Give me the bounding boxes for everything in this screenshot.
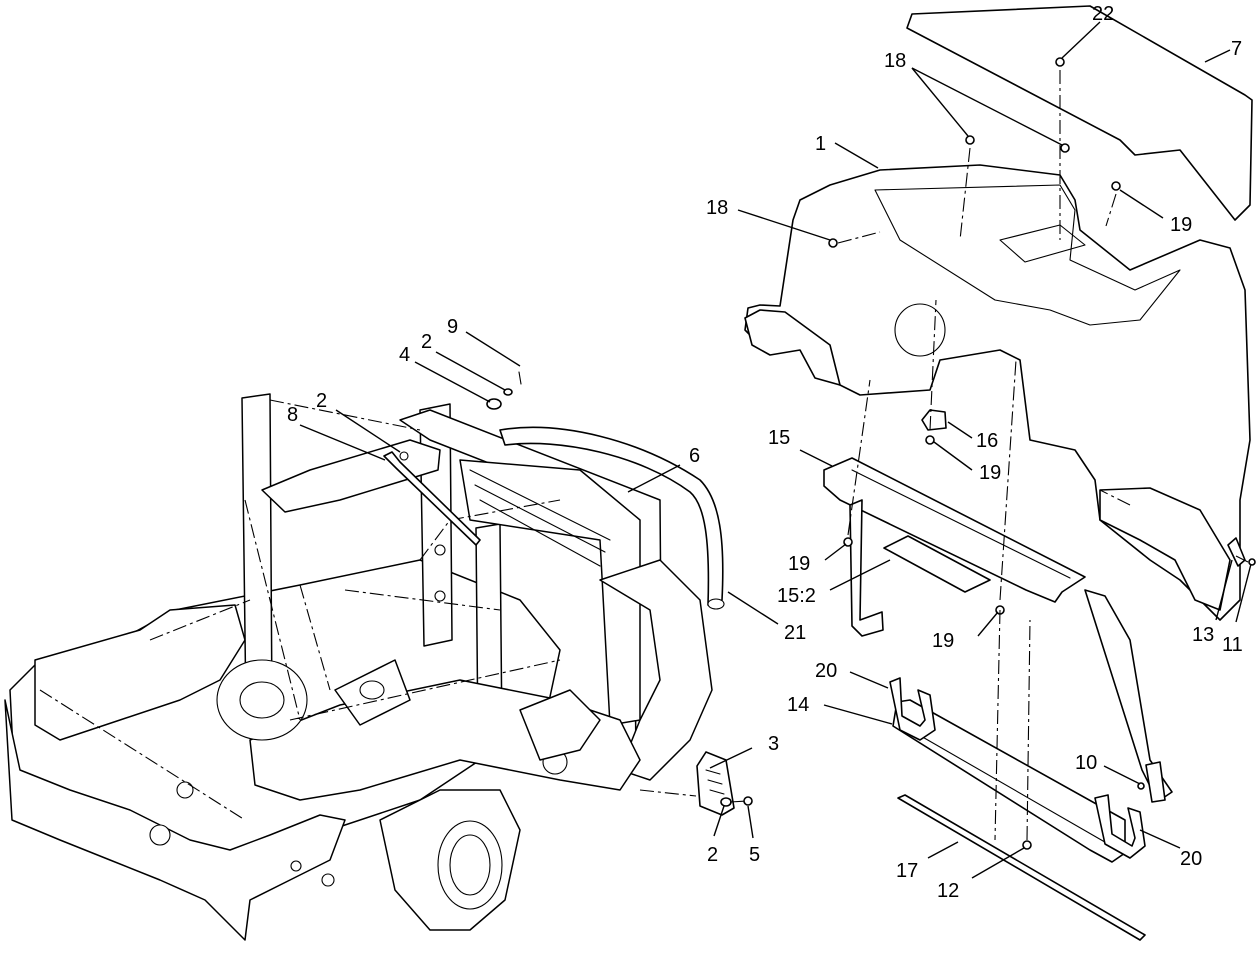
part-1-hood bbox=[744, 164, 1251, 621]
leader-lines bbox=[299, 21, 1252, 879]
part-2-washer bbox=[503, 388, 513, 396]
callout-17: 17 bbox=[896, 860, 918, 882]
chassis-frame bbox=[4, 393, 725, 941]
callout-11: 11 bbox=[1222, 634, 1243, 656]
callout-2: 2 bbox=[707, 844, 718, 866]
fastener-12 bbox=[1022, 840, 1032, 850]
callout-5: 5 bbox=[749, 844, 760, 866]
part-10-tab bbox=[1137, 761, 1166, 803]
callout-1: 1 bbox=[815, 133, 826, 155]
fastener-18-top-left bbox=[965, 135, 975, 145]
callout-3: 3 bbox=[768, 733, 779, 755]
callout-6: 6 bbox=[689, 445, 700, 467]
callout-22: 22 bbox=[1092, 3, 1114, 25]
callout-19: 19 bbox=[932, 630, 954, 652]
callout-12: 12 bbox=[937, 880, 959, 902]
part-15-2-decal bbox=[883, 535, 991, 593]
callout-20: 20 bbox=[1180, 848, 1202, 870]
callout-7: 7 bbox=[1231, 38, 1242, 60]
part-7-panel bbox=[906, 5, 1253, 221]
callout-14: 14 bbox=[787, 694, 809, 716]
callout-2: 2 bbox=[316, 390, 327, 412]
fastener-19-top bbox=[1111, 181, 1121, 191]
callout-19: 19 bbox=[788, 553, 810, 575]
part-2-washer-lower bbox=[720, 797, 732, 807]
rear-skirt bbox=[849, 499, 1173, 801]
callout-20: 20 bbox=[815, 660, 837, 682]
callout-19: 19 bbox=[979, 462, 1001, 484]
callout-9: 9 bbox=[447, 316, 458, 338]
part-16-mount bbox=[921, 409, 947, 431]
part-9-pin bbox=[518, 371, 522, 385]
fastener-19-16 bbox=[925, 435, 935, 445]
part-4-grommet bbox=[486, 398, 502, 410]
callout-8: 8 bbox=[287, 404, 298, 426]
callout-15-2: 15:2 bbox=[777, 585, 816, 607]
fastener-18-top-right bbox=[1060, 143, 1070, 153]
callout-4: 4 bbox=[399, 344, 410, 366]
callout-15: 15 bbox=[768, 427, 790, 449]
part-8-rod bbox=[383, 451, 481, 546]
part-20-bracket-lower bbox=[1094, 794, 1146, 859]
callout-2: 2 bbox=[421, 331, 432, 353]
callout-19: 19 bbox=[1170, 214, 1192, 236]
part-15-bracket bbox=[823, 457, 1086, 603]
callout-21: 21 bbox=[784, 622, 806, 644]
part-11-screw bbox=[1248, 558, 1256, 566]
part-17-rail bbox=[897, 794, 1146, 941]
part-20-bracket-upper bbox=[889, 677, 936, 741]
callout-16: 16 bbox=[976, 430, 998, 452]
fastener-22 bbox=[1055, 57, 1065, 67]
callout-13: 13 bbox=[1192, 624, 1214, 646]
callout-18: 18 bbox=[884, 50, 906, 72]
callout-18: 18 bbox=[706, 197, 728, 219]
fastener-18-side bbox=[828, 238, 838, 248]
callout-10: 10 bbox=[1075, 752, 1097, 774]
callout-labels: 22 7 18 1 18 19 9 2 4 2 8 6 15 16 19 19 … bbox=[287, 3, 1243, 902]
